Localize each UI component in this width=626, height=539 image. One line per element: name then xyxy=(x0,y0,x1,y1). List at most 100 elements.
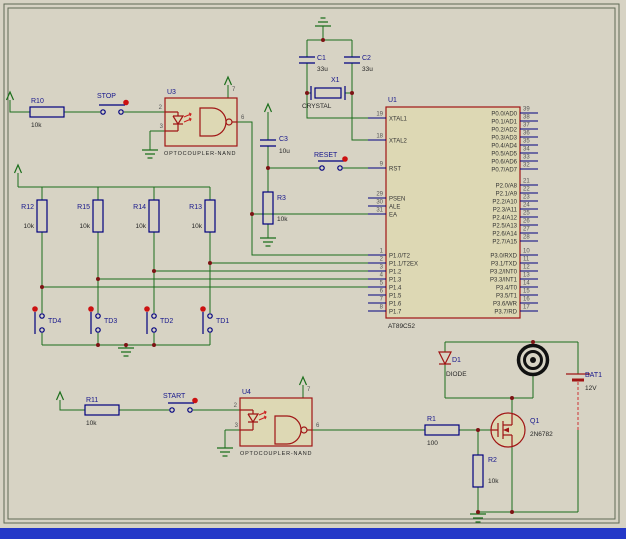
button-cap[interactable] xyxy=(342,156,348,162)
part-type: DIODE xyxy=(446,371,467,378)
part-value: 100 xyxy=(427,440,438,447)
pin-number: 39 xyxy=(523,107,530,113)
push-button-TD2[interactable]: TD2 xyxy=(144,306,173,334)
part-ref: C1 xyxy=(317,55,326,62)
chip-pin-left: 4 P1.3 xyxy=(368,273,402,284)
part-value: 33u xyxy=(317,66,328,73)
part-value: 10k xyxy=(277,216,288,223)
pin-name: P2.6/A14 xyxy=(492,232,517,238)
capacitor-C3[interactable]: C3 10u xyxy=(260,136,290,155)
resistor-R2[interactable]: R2 10k xyxy=(472,454,499,488)
chip-pin-right: 25 P2.4/A12 xyxy=(492,211,538,222)
crystal-X1[interactable]: X1 CRYSTAL xyxy=(302,77,346,110)
button-cap[interactable] xyxy=(123,99,129,106)
resistor-R15[interactable]: R15 10k xyxy=(77,199,104,233)
pin-number: 2 xyxy=(159,105,163,111)
pin-name: P3.2/INT0 xyxy=(490,270,518,276)
mcu-U1[interactable]: U1 AT89C52 19 XTAL1 18 XTAL2 9 RST 29 PS… xyxy=(368,97,538,330)
part-ref: R12 xyxy=(21,204,34,211)
part-value: 33u xyxy=(362,66,373,73)
ground-terminal-icon[interactable] xyxy=(118,17,486,523)
resistor-R3[interactable]: R3 10k xyxy=(262,191,288,225)
ground-terminals[interactable] xyxy=(118,17,486,523)
chip-pin-right: 34 P0.5/AD5 xyxy=(491,147,538,158)
pin-number: 6 xyxy=(316,423,320,429)
chip-pin-right: 32 P0.7/AD7 xyxy=(491,163,538,174)
pin-name: P3.4/T0 xyxy=(496,286,518,292)
optocoupler-U4[interactable]: U4 OPTOCOUPLER-NAND 2 3 6 7 xyxy=(234,387,320,457)
resistor-R13[interactable]: R13 10k xyxy=(189,199,216,233)
part-ref: X1 xyxy=(331,77,340,84)
part-type: AT89C52 xyxy=(388,323,415,330)
button-cap[interactable] xyxy=(192,397,198,404)
pin-number: 13 xyxy=(523,273,530,279)
push-button-stop[interactable]: STOP xyxy=(97,93,129,115)
pin-number: 6 xyxy=(380,289,384,295)
sheet-border-outer xyxy=(3,3,620,524)
wire-segments[interactable] xyxy=(9,26,579,514)
button-cap[interactable] xyxy=(32,306,38,312)
button-cap[interactable] xyxy=(88,306,94,312)
part-ref: BAT1 xyxy=(585,372,602,379)
pin-name: P2.0/A8 xyxy=(496,184,518,190)
part-ref: TD2 xyxy=(160,318,173,325)
resistor-R10[interactable]: R10 10k xyxy=(29,98,65,129)
pin-name: P3.5/T1 xyxy=(496,294,518,300)
resistor-R1[interactable]: R1 100 xyxy=(424,416,460,447)
pin-number: 36 xyxy=(523,131,530,137)
resistor-R11[interactable]: R11 10k xyxy=(84,397,120,427)
part-type: OPTOCOUPLER-NAND xyxy=(240,451,312,457)
push-button-TD4[interactable]: TD4 xyxy=(32,306,61,334)
button-cap[interactable] xyxy=(200,306,206,312)
pin-number: 8 xyxy=(380,305,384,311)
capacitor-C2[interactable]: C2 33u xyxy=(344,55,373,73)
pin-number: 7 xyxy=(232,87,236,93)
pin-name: P3.7/RD xyxy=(494,310,517,316)
part-value: 10k xyxy=(136,223,147,230)
pin-number: 29 xyxy=(376,192,383,198)
junction-dots xyxy=(40,38,535,514)
chip-pin-right: 16 P3.6/WR xyxy=(493,297,538,308)
pin-number: 3 xyxy=(380,265,384,271)
pin-name: P2.5/A13 xyxy=(492,224,517,230)
part-ref: R11 xyxy=(86,397,98,404)
pin-name: P0.1/AD1 xyxy=(491,120,517,126)
push-button-TD3[interactable]: TD3 xyxy=(88,306,117,334)
part-value: 10k xyxy=(488,478,499,485)
button-cap[interactable] xyxy=(144,306,150,312)
pin-name: P2.7/A15 xyxy=(492,240,517,246)
motor-load[interactable] xyxy=(516,343,550,377)
pin-name: P3.3/INT1 xyxy=(490,278,518,284)
power-terminals[interactable] xyxy=(5,75,308,401)
capacitor-C1[interactable]: C1 33u xyxy=(299,55,328,73)
pin-name: P0.6/AD6 xyxy=(491,160,517,166)
pin-name: P1.7 xyxy=(389,310,402,316)
chip-pin-left: 9 RST xyxy=(368,162,401,173)
optocoupler-U3[interactable]: U3 OPTOCOUPLER-NAND 2 3 6 7 xyxy=(159,87,245,157)
part-type: OPTOCOUPLER-NAND xyxy=(164,151,236,157)
mosfet-Q1[interactable]: Q1 2N6782 xyxy=(490,412,553,448)
pin-name: EA xyxy=(389,213,397,219)
part-ref: R1 xyxy=(427,416,436,423)
push-button-TD1[interactable]: TD1 xyxy=(200,306,229,334)
part-ref: R10 xyxy=(31,98,44,105)
part-ref: C2 xyxy=(362,55,371,62)
resistor-R14[interactable]: R14 10k xyxy=(133,199,160,233)
battery-BAT1[interactable]: BAT1 12V xyxy=(566,372,602,430)
chip-pin-left: 7 P1.6 xyxy=(368,297,402,308)
push-button-start[interactable]: START xyxy=(163,393,198,413)
power-terminal-arrow-icon[interactable] xyxy=(5,75,308,401)
part-ref: TD1 xyxy=(216,318,229,325)
pin-name: P3.1/TXD xyxy=(491,262,518,268)
pin-name: P1.4 xyxy=(389,286,402,292)
chip-pin-right: 23 P2.2/A10 xyxy=(492,195,538,206)
diode-D1[interactable]: D1 DIODE xyxy=(438,351,467,378)
part-ref: START xyxy=(163,393,186,400)
pin-name: P0.2/AD2 xyxy=(491,128,517,134)
chip-pin-left: 2 P1.1/T2EX xyxy=(368,257,418,268)
part-value: 10u xyxy=(279,148,290,155)
part-ref: Q1 xyxy=(530,418,539,425)
push-button-reset[interactable]: RESET xyxy=(314,152,348,171)
resistor-R12[interactable]: R12 10k xyxy=(21,199,48,233)
part-ref: R2 xyxy=(488,457,497,464)
